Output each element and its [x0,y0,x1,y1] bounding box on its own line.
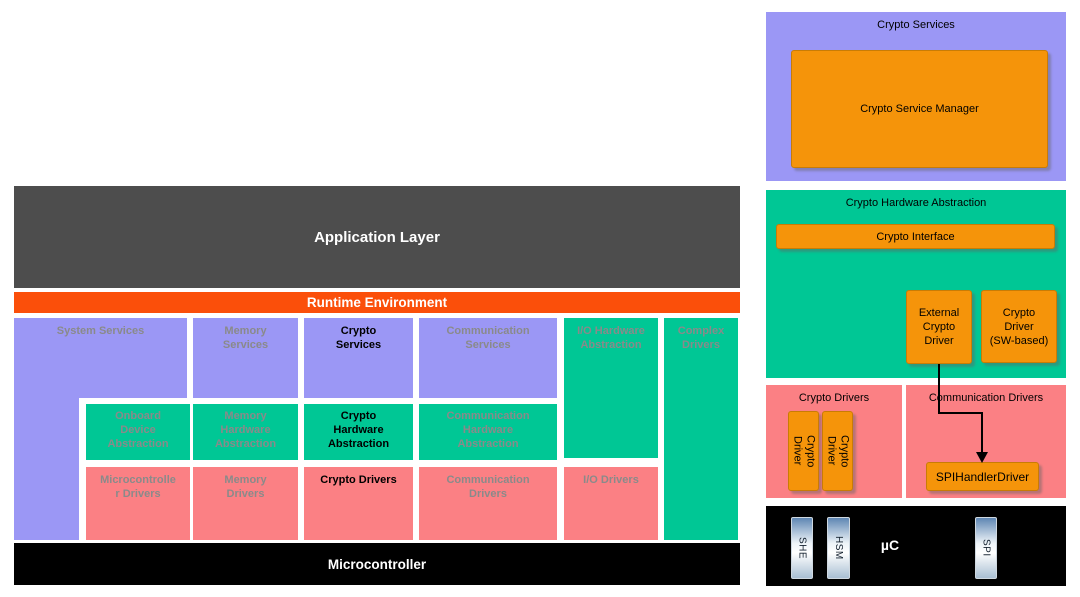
uc-label: µC [880,537,900,553]
complex-drivers-label: Complex Drivers [677,325,725,351]
crypto-drivers-label: Crypto Drivers [320,474,397,486]
crypto-service-manager-label: Crypto Service Manager [860,103,979,115]
communication-drivers-block: Communication Drivers [419,467,557,540]
hsm-hardware-pin: HSM [827,517,850,579]
crypto-driver-sw-based-box: Crypto Driver (SW-based) [981,290,1057,363]
crypto-driver-sw-based-label: Crypto Driver (SW-based) [989,306,1049,347]
crypto-interface-label: Crypto Interface [876,230,955,243]
complex-drivers-block: Complex Drivers [664,318,738,540]
crypto-services-container-title: Crypto Services [877,19,955,31]
communication-services-block: Communication Services [419,318,557,398]
hsm-label: HSM [833,536,844,560]
system-services-block: System Services [14,318,187,398]
io-hardware-abstraction-label: I/O Hardware Abstraction [577,325,645,351]
crypto-driver-vertical-box-2: Crypto Driver [822,411,853,491]
onboard-device-abstraction-block: Onboard Device Abstraction [86,404,190,460]
microcontroller-drivers-block: Microcontrolle r Drivers [86,467,190,540]
communication-services-label: Communication Services [446,325,530,351]
application-layer-block: Application Layer [14,186,740,288]
crypto-hardware-abstraction-container-title: Crypto Hardware Abstraction [845,197,987,209]
she-hardware-pin: SHE [791,517,813,579]
runtime-environment-block: Runtime Environment [14,292,740,313]
crypto-drivers-container-title: Crypto Drivers [798,392,870,404]
communication-drivers-label: Communication Drivers [446,474,530,500]
spi-handler-driver-label: SPIHandlerDriver [935,469,1030,484]
communication-hardware-abstraction-label: Communication Hardware Abstraction [446,410,530,450]
memory-drivers-block: Memory Drivers [193,467,298,540]
crypto-interface-box: Crypto Interface [776,224,1055,249]
io-hardware-abstraction-block: I/O Hardware Abstraction [564,318,658,458]
runtime-environment-label: Runtime Environment [306,295,448,310]
she-label: SHE [796,536,808,560]
memory-hardware-abstraction-block: Memory Hardware Abstraction [193,404,298,460]
crypto-driver-vertical-label-1: Crypto Driver [791,434,817,468]
memory-services-block: Memory Services [193,318,298,398]
crypto-service-manager-box: Crypto Service Manager [791,50,1048,168]
onboard-device-abstraction-label: Onboard Device Abstraction [107,410,169,450]
crypto-driver-vertical-label-2: Crypto Driver [825,434,851,468]
crypto-driver-vertical-box-1: Crypto Driver [788,411,819,491]
application-layer-label: Application Layer [314,228,440,246]
spi-hardware-pin: SPI [975,517,997,579]
external-crypto-driver-box: External Crypto Driver [906,290,972,364]
system-services-label: System Services [56,325,145,337]
spi-label: SPI [980,539,992,557]
memory-drivers-label: Memory Drivers [224,474,267,500]
spi-handler-driver-box: SPIHandlerDriver [926,462,1039,491]
microcontroller-label: Microcontroller [327,556,427,572]
crypto-services-label: Crypto Services [335,325,382,351]
crypto-services-block: Crypto Services [304,318,413,398]
microcontroller-hardware-bar [766,506,1066,586]
communication-hardware-abstraction-block: Communication Hardware Abstraction [419,404,557,460]
memory-hardware-abstraction-label: Memory Hardware Abstraction [214,410,277,450]
crypto-hardware-abstraction-block: Crypto Hardware Abstraction [304,404,413,460]
memory-services-label: Memory Services [222,325,269,351]
communication-drivers-container-title: Communication Drivers [928,392,1044,404]
io-drivers-label: I/O Drivers [583,474,639,486]
crypto-drivers-block: Crypto Drivers [304,467,413,540]
crypto-hardware-abstraction-label: Crypto Hardware Abstraction [327,410,390,450]
io-drivers-block: I/O Drivers [564,467,658,540]
microcontroller-drivers-label: Microcontrolle r Drivers [100,474,176,500]
external-crypto-driver-label: External Crypto Driver [918,307,960,347]
microcontroller-block: Microcontroller [14,543,740,585]
